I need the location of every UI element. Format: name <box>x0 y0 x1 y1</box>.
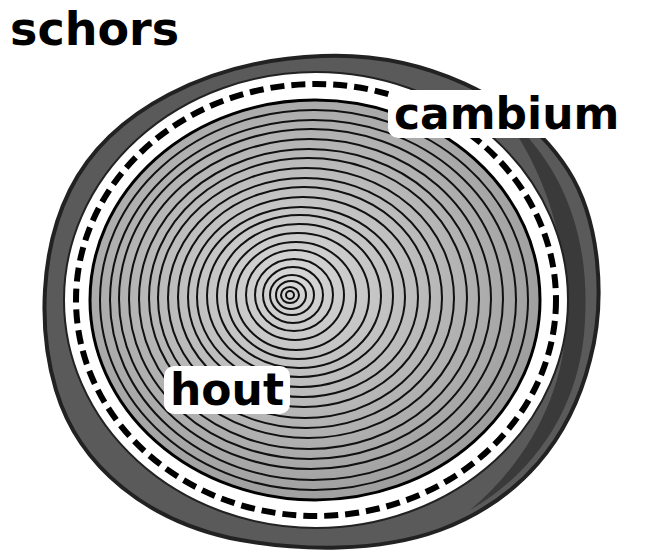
part-label: cambium <box>388 90 625 138</box>
part-label: schors <box>4 4 185 54</box>
cambium-ring <box>64 72 568 528</box>
part-label: hout <box>164 366 290 414</box>
wood <box>90 100 540 500</box>
cambium-dashes <box>76 84 556 516</box>
growth-rings <box>100 110 528 490</box>
